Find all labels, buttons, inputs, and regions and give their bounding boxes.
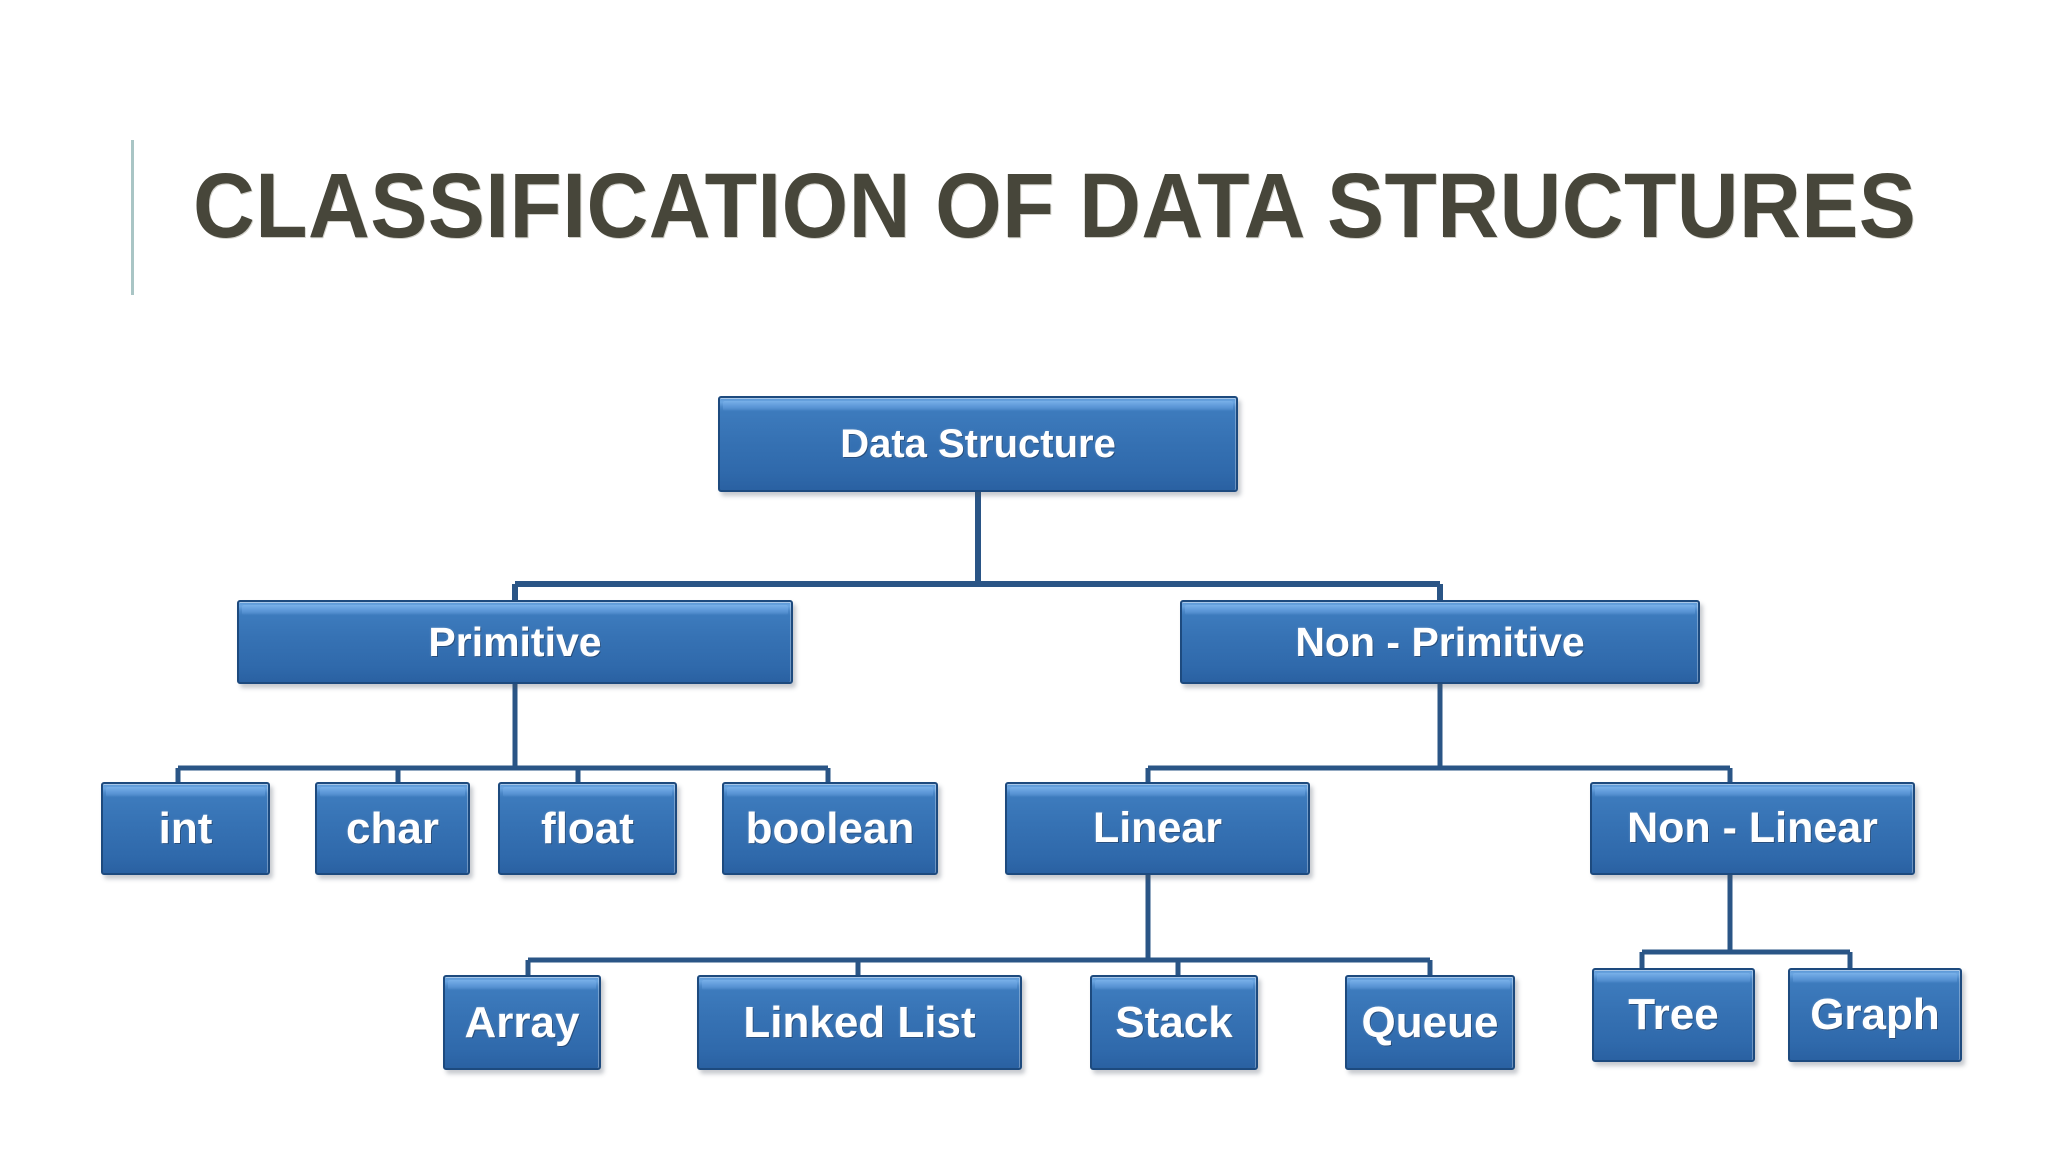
node-int[interactable]: int xyxy=(101,782,270,875)
title-accent-bar xyxy=(131,140,134,295)
node-primitive[interactable]: Primitive xyxy=(237,600,793,684)
node-boolean[interactable]: boolean xyxy=(722,782,938,875)
node-label: Graph xyxy=(1810,990,1940,1039)
page-title: CLASSIFICATION OF DATA STRUCTURES xyxy=(193,155,1917,257)
node-label: Primitive xyxy=(428,618,602,665)
node-non-linear[interactable]: Non - Linear xyxy=(1590,782,1915,875)
node-queue[interactable]: Queue xyxy=(1345,975,1515,1070)
node-label: Data Structure xyxy=(840,421,1116,466)
node-label: Linked List xyxy=(743,997,976,1047)
node-char[interactable]: char xyxy=(315,782,470,875)
node-label: Tree xyxy=(1628,990,1719,1039)
node-float[interactable]: float xyxy=(498,782,677,875)
node-label: boolean xyxy=(745,803,915,853)
node-label: Queue xyxy=(1361,997,1499,1047)
node-graph[interactable]: Graph xyxy=(1788,968,1962,1062)
node-label: float xyxy=(541,803,634,853)
node-label: Linear xyxy=(1092,804,1223,852)
node-label: int xyxy=(158,803,213,853)
node-array[interactable]: Array xyxy=(443,975,601,1070)
node-label: char xyxy=(346,803,439,853)
node-label: Stack xyxy=(1115,997,1233,1047)
node-linear[interactable]: Linear xyxy=(1005,782,1310,875)
node-label: Non - Linear xyxy=(1627,804,1878,852)
node-linked-list[interactable]: Linked List xyxy=(697,975,1022,1070)
node-data-structure[interactable]: Data Structure xyxy=(718,396,1238,492)
node-tree[interactable]: Tree xyxy=(1592,968,1755,1062)
node-stack[interactable]: Stack xyxy=(1090,975,1258,1070)
node-non-primitive[interactable]: Non - Primitive xyxy=(1180,600,1700,684)
node-label: Non - Primitive xyxy=(1295,618,1585,665)
node-label: Array xyxy=(464,997,580,1047)
